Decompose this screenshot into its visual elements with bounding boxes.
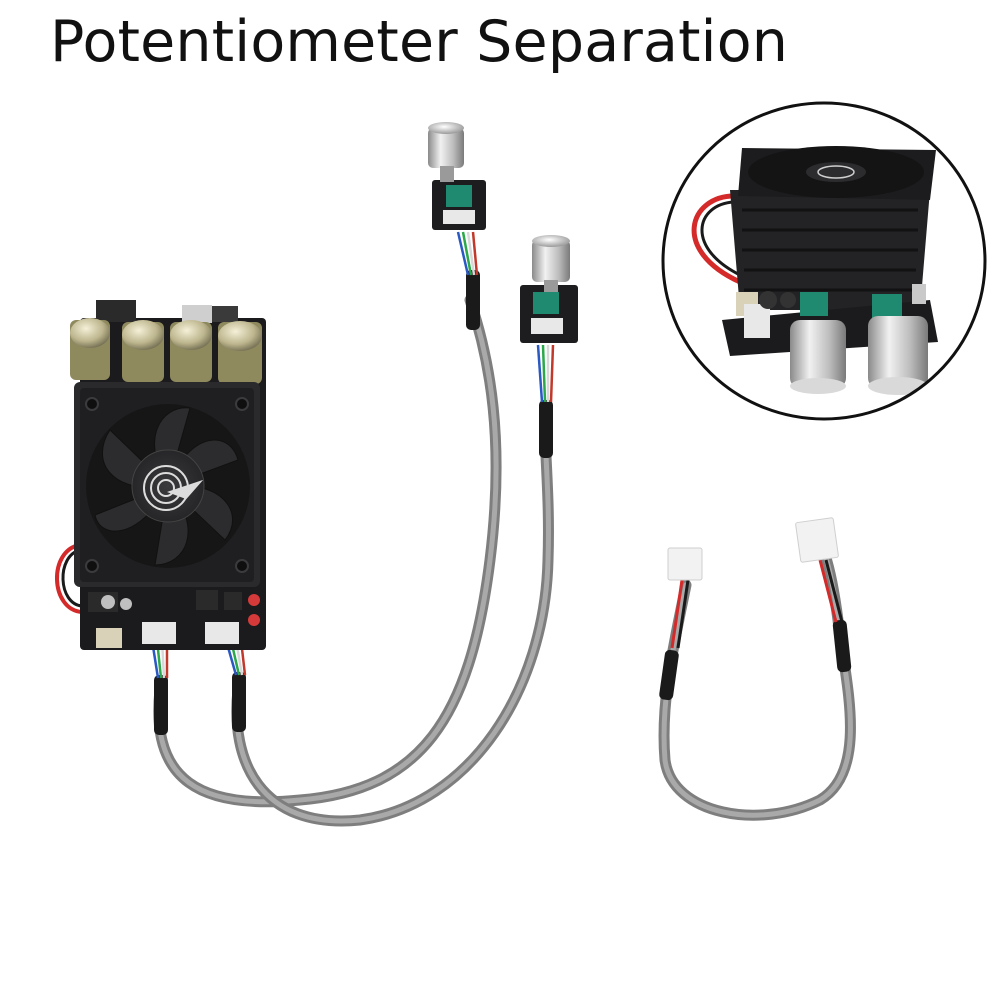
potentiometer-2 [520, 235, 578, 343]
board-connector-left [142, 622, 176, 644]
heatshrink-pot-1 [466, 270, 480, 330]
potentiometer-1 [428, 122, 486, 230]
board-fan [86, 404, 250, 568]
cable-right-pot [231, 414, 554, 827]
page-title: Potentiometer Separation [50, 9, 789, 75]
inset-knob-right [868, 316, 928, 388]
extension-connector-right [795, 517, 839, 563]
knob-1 [428, 128, 464, 168]
heatshrink-pot-2 [539, 400, 553, 458]
heatshrink-left-board [154, 675, 168, 735]
capacitor-row [70, 318, 262, 384]
extension-cable [658, 517, 856, 821]
amplifier-board [55, 300, 266, 650]
board-red-wire [55, 543, 83, 614]
cable-left-pot [153, 294, 502, 808]
inset-closeup [661, 101, 987, 421]
extension-connector-left [667, 547, 703, 581]
board-connector-fan [96, 628, 122, 648]
wire-bundle-pot-1 [456, 231, 479, 276]
knob-2 [532, 240, 570, 282]
board-connector-right [205, 622, 239, 644]
inset-knob-left [790, 320, 846, 388]
inset-border [661, 101, 987, 421]
fan-logo [143, 465, 204, 511]
heatshrink-right-board [232, 672, 246, 732]
wire-bundle-pot-2 [536, 344, 555, 403]
